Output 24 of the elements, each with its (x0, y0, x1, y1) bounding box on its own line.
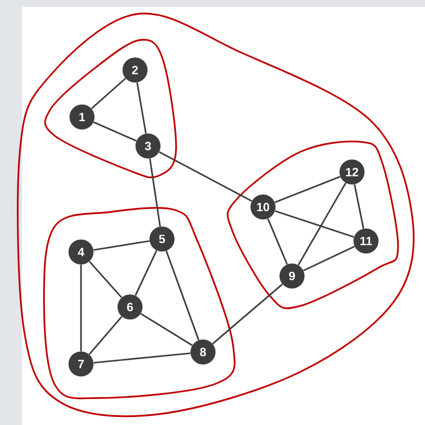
connector-line (212, 284, 283, 344)
connector-line (90, 78, 126, 110)
group-outline (226, 140, 399, 310)
connector-line (274, 176, 340, 204)
connector-line (303, 246, 355, 272)
connector-line (80, 264, 82, 352)
connector-line (136, 82, 147, 134)
group-outline (16, 12, 415, 418)
connector-line (158, 151, 252, 202)
connector-line (94, 352, 190, 364)
connector-line (134, 250, 158, 296)
connector-line (354, 184, 364, 229)
connector-line (149, 158, 161, 227)
connector-line (88, 316, 122, 355)
connector-line (140, 312, 193, 346)
connector-line (88, 260, 122, 298)
connector-line (93, 121, 137, 142)
group-outline (43, 207, 236, 400)
connector-line (267, 218, 288, 265)
connector-line (298, 182, 346, 266)
connector-line (93, 240, 150, 251)
connector-line (274, 210, 354, 238)
group-outline (44, 38, 177, 178)
connector-line (166, 250, 200, 340)
